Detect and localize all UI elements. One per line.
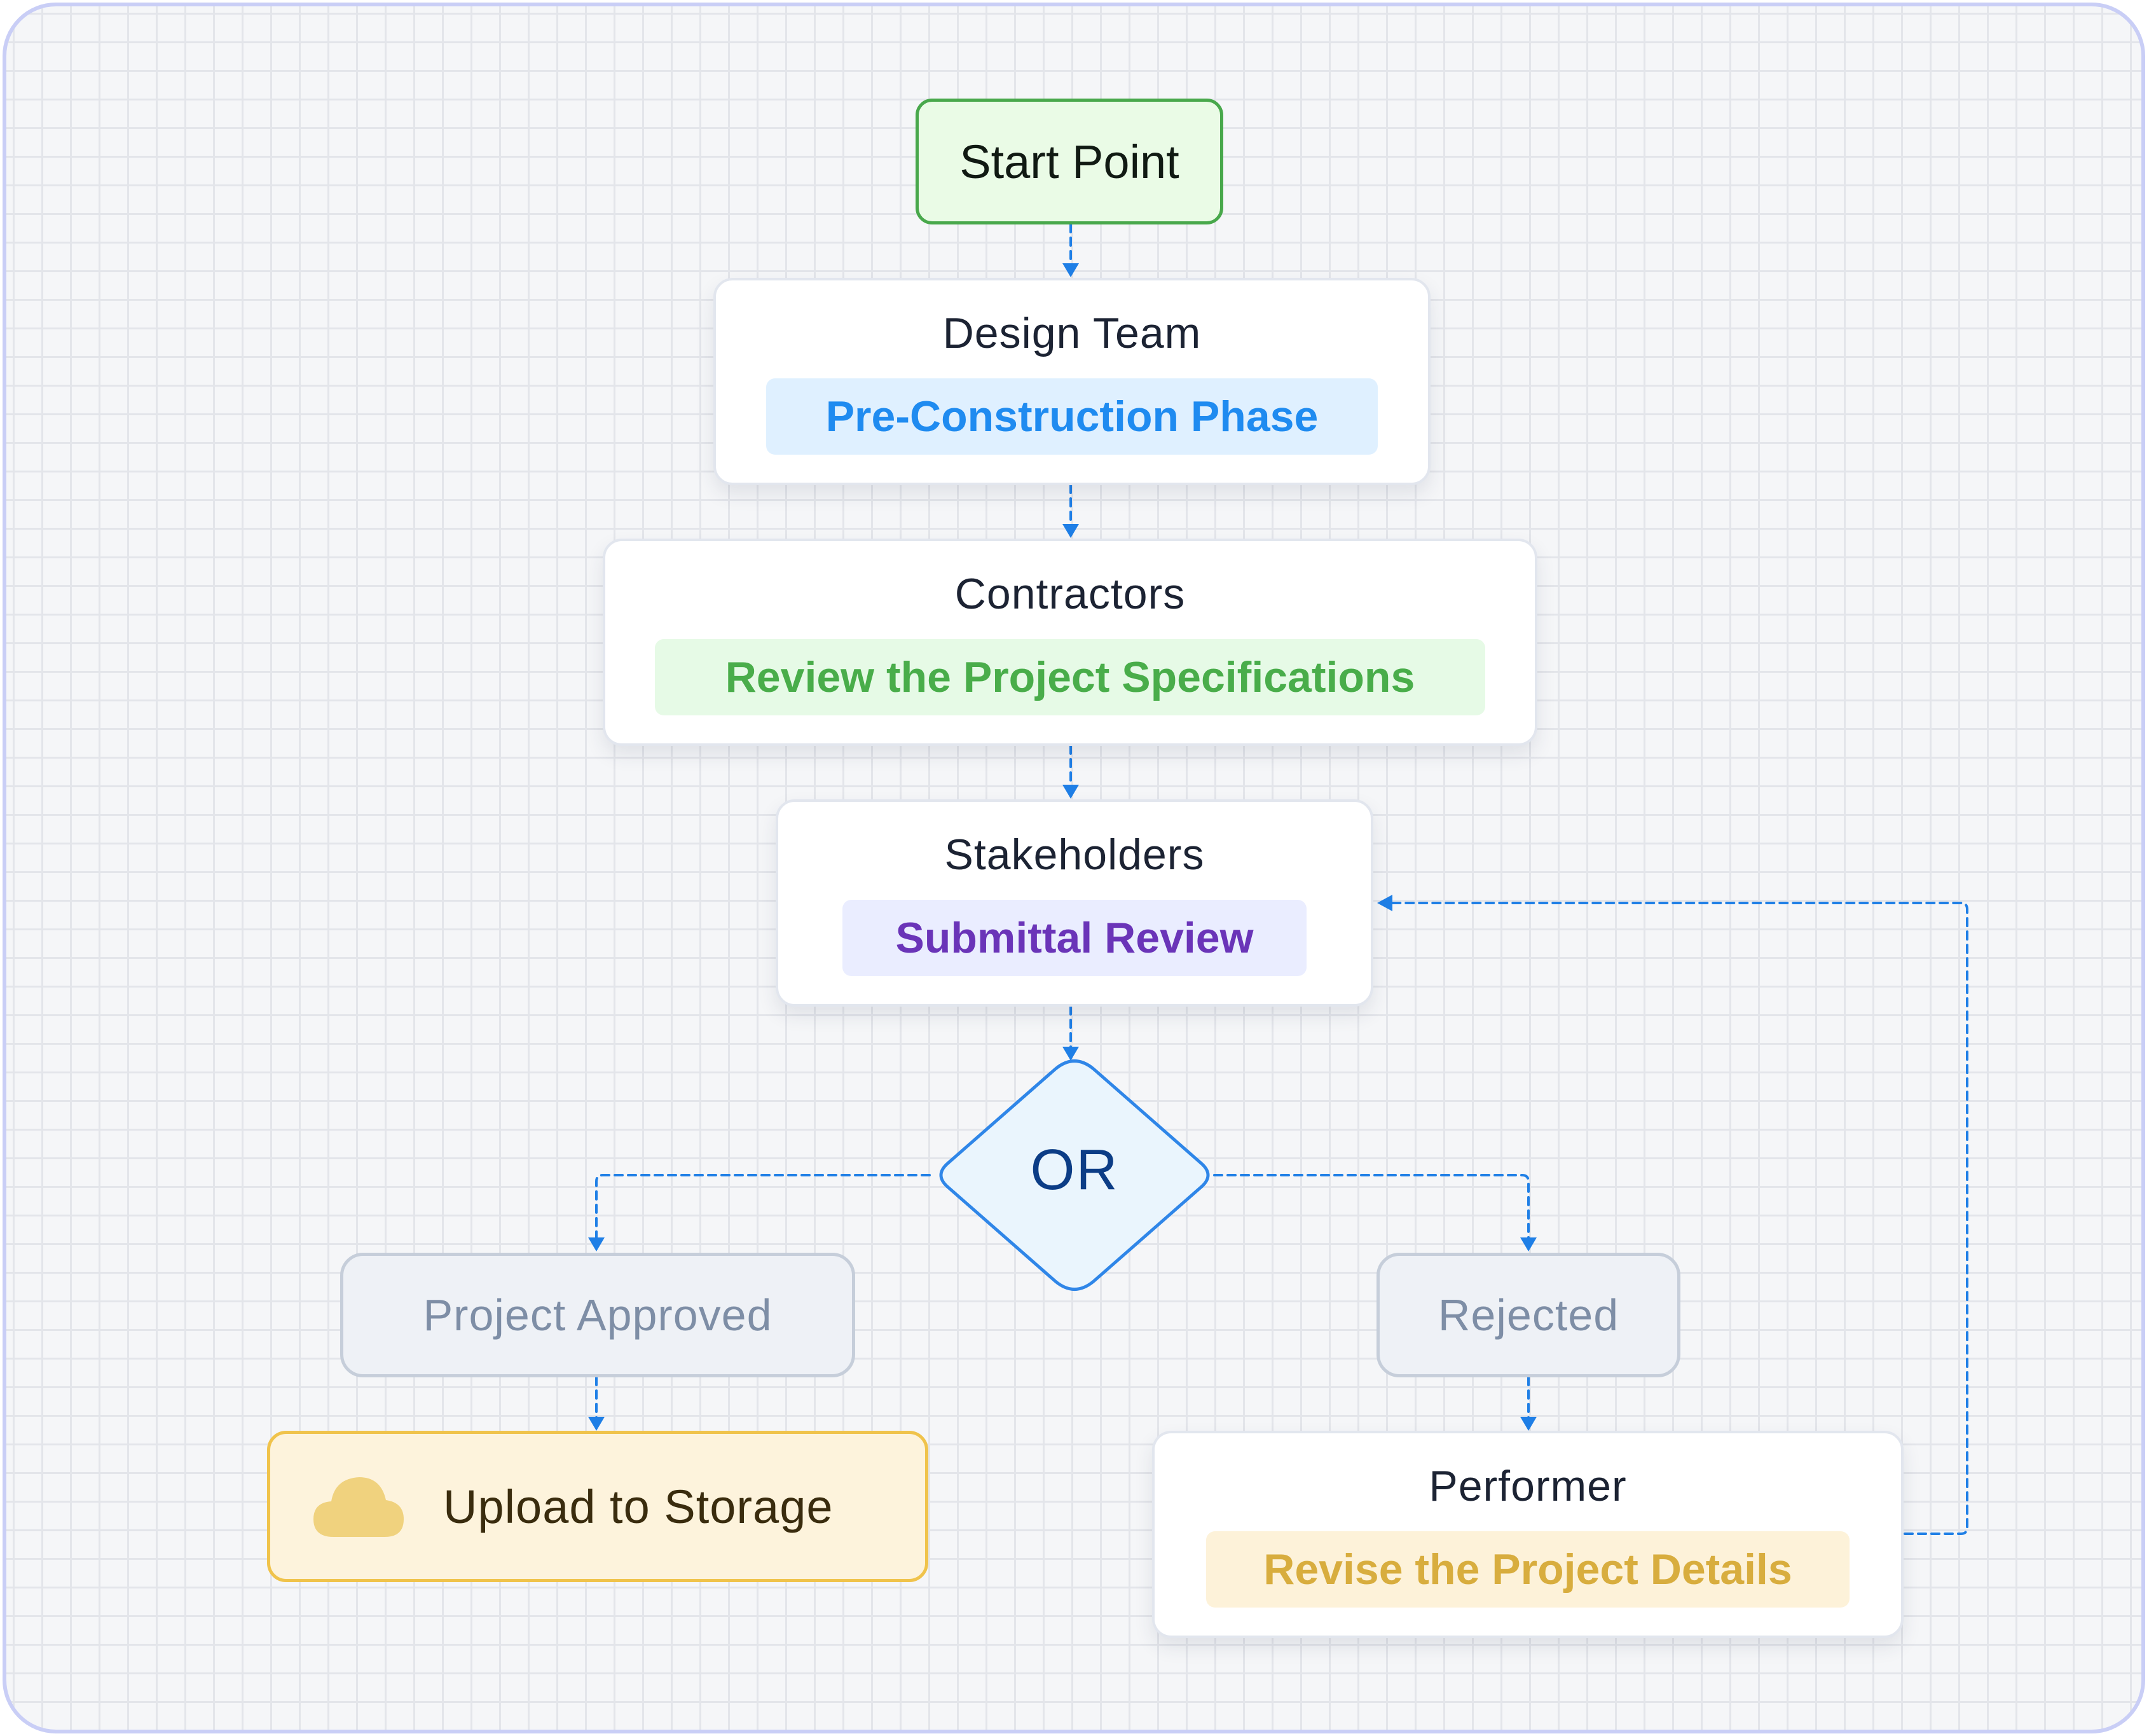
decision-diamond[interactable] [939, 1059, 1210, 1291]
cloud-icon [313, 1477, 404, 1537]
rejected-node[interactable]: Rejected [1377, 1253, 1680, 1377]
arrowhead-design [1062, 263, 1079, 277]
design-team-tag: Pre-Construction Phase [766, 378, 1378, 455]
arrowhead-stakeholders [1062, 785, 1079, 799]
connector-performer-loop-to-stakeholders [1387, 902, 1968, 1535]
arrowhead-performer [1520, 1417, 1537, 1431]
performer-title: Performer [1429, 1462, 1627, 1510]
design-team-title: Design Team [942, 309, 1202, 357]
start-point-label: Start Point [959, 135, 1179, 188]
rejected-label: Rejected [1438, 1290, 1619, 1340]
performer-node[interactable]: Performer Revise the Project Details [1152, 1431, 1904, 1638]
arrowhead-loop-stakeholders [1377, 895, 1392, 911]
upload-to-storage-label: Upload to Storage [443, 1480, 834, 1533]
arrowhead-rejected [1520, 1237, 1537, 1251]
project-approved-node[interactable]: Project Approved [340, 1253, 855, 1377]
connector-decision-to-approved [595, 1174, 931, 1241]
arrowhead-approved [588, 1237, 605, 1251]
arrowhead-decision [1062, 1047, 1079, 1061]
project-approved-label: Project Approved [423, 1290, 772, 1340]
contractors-node[interactable]: Contractors Review the Project Specifica… [603, 539, 1537, 746]
upload-to-storage-node[interactable]: Upload to Storage [267, 1431, 928, 1582]
performer-tag: Revise the Project Details [1206, 1531, 1850, 1608]
stakeholders-tag: Submittal Review [842, 900, 1307, 976]
design-team-node[interactable]: Design Team Pre-Construction Phase [713, 278, 1431, 485]
decision-label: OR [1030, 1138, 1119, 1202]
stakeholders-title: Stakeholders [944, 830, 1205, 879]
arrowhead-contractors [1062, 524, 1079, 538]
connector-decision-to-rejected [1213, 1174, 1530, 1241]
start-point-node[interactable]: Start Point [916, 99, 1223, 224]
contractors-title: Contractors [954, 570, 1186, 618]
arrowhead-upload [588, 1417, 605, 1431]
stakeholders-node[interactable]: Stakeholders Submittal Review [776, 799, 1373, 1007]
contractors-tag: Review the Project Specifications [655, 639, 1485, 715]
